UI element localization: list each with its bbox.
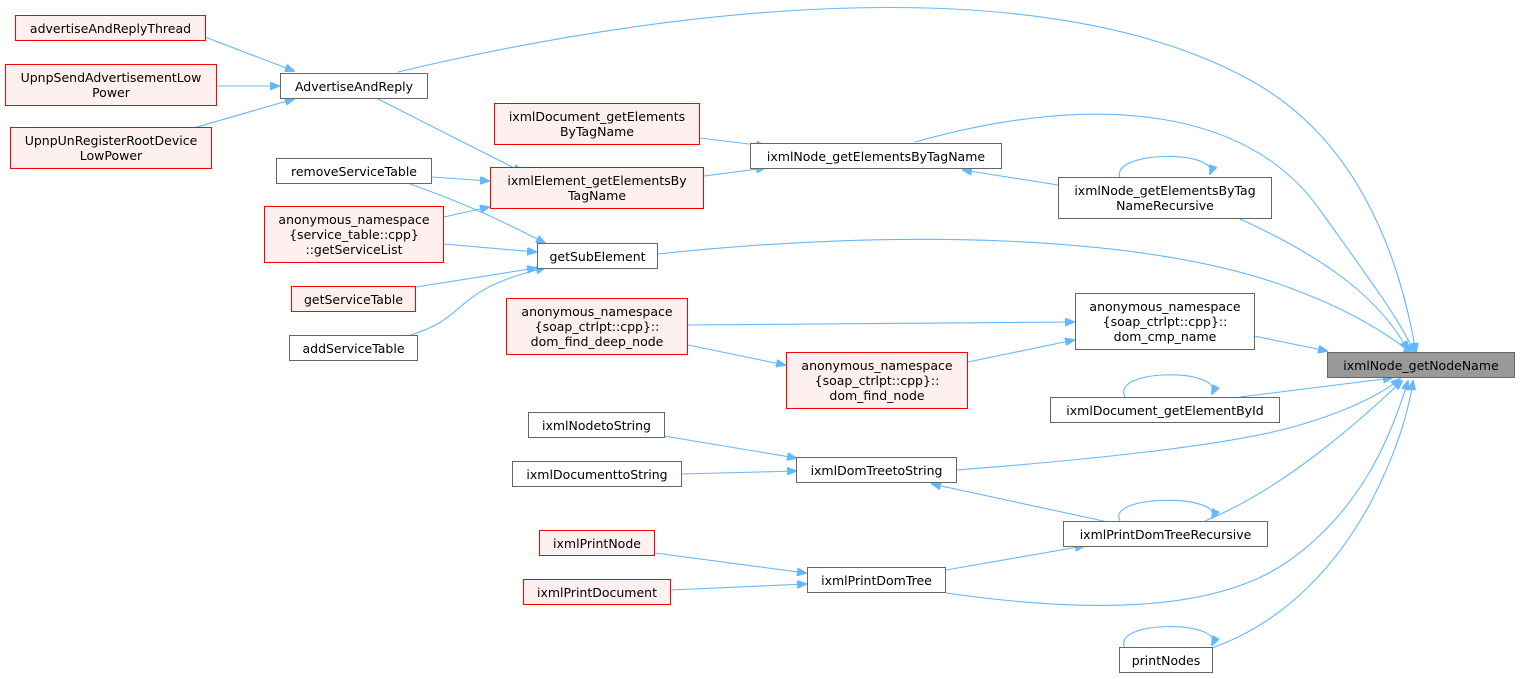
node-upnpSendAdvertisementLowPower[interactable]: UpnpSendAdvertisementLow Power (5, 64, 217, 106)
node-removeServiceTable[interactable]: removeServiceTable (276, 158, 432, 184)
node-ixmlDomTreetoString[interactable]: ixmlDomTreetoString (796, 457, 957, 483)
edge-removeServiceTable-to-getSubElement (409, 183, 545, 243)
edge-ixmlNodeGetElementsByTagName-to-getNodeName (914, 113, 1414, 352)
edge-advertiseAndReplyThread-to-AdvertiseAndReply (204, 36, 294, 71)
node-ixmlDocumentGetElementById[interactable]: ixmlDocument_getElementById (1050, 397, 1280, 423)
node-label: anonymous_namespace {service_table::cpp}… (278, 212, 430, 257)
node-label: ixmlDocumenttoString (526, 466, 668, 482)
node-label: ixmlDomTreetoString (810, 462, 943, 478)
node-label: AdvertiseAndReply (294, 78, 414, 94)
node-addServiceTable[interactable]: addServiceTable (289, 335, 418, 361)
node-label: ixmlNode_getElementsByTag NameRecursive (1074, 183, 1256, 213)
edge-recursive-to-getNodeName (1239, 218, 1408, 350)
node-label: ixmlPrintDocument (536, 584, 658, 600)
node-domFindDeepNode[interactable]: anonymous_namespace {soap_ctrlpt::cpp}::… (506, 298, 688, 355)
edge-getElementById-self-loop (1123, 374, 1213, 398)
edge-ixmlPrintDocument-to-ixmlPrintDomTree (669, 584, 806, 591)
node-ixmlPrintDomTree[interactable]: ixmlPrintDomTree (807, 567, 946, 593)
edge-domFindNode-to-domCmpName (967, 340, 1074, 363)
node-ixmlDocumentGetElementsByTagName[interactable]: ixmlDocument_getElements ByTagName (494, 103, 700, 145)
node-label: printNodes (1131, 652, 1201, 668)
node-domFindNode[interactable]: anonymous_namespace {soap_ctrlpt::cpp}::… (786, 352, 968, 409)
node-ixmlNodeGetElementsByTagNameRecursive[interactable]: ixmlNode_getElementsByTag NameRecursive (1058, 177, 1272, 219)
node-advertiseAndReplyThread[interactable]: advertiseAndReplyThread (15, 15, 206, 41)
node-label: ixmlDocument_getElements ByTagName (508, 109, 686, 139)
node-ixmlPrintNode[interactable]: ixmlPrintNode (539, 530, 655, 556)
edge-ixmlElement-to-ixmlNodeGetElementsByTagName (703, 168, 765, 177)
node-label: addServiceTable (302, 340, 405, 356)
node-label: ixmlPrintDomTree (821, 572, 932, 588)
node-getServiceList[interactable]: anonymous_namespace {service_table::cpp}… (264, 206, 444, 263)
edge-getServiceList-to-ixmlElement (443, 207, 489, 218)
node-label: UpnpSendAdvertisementLow Power (20, 70, 202, 100)
node-ixmlPrintDomTreeRecursive[interactable]: ixmlPrintDomTreeRecursive (1063, 521, 1268, 547)
node-label: anonymous_namespace {soap_ctrlpt::cpp}::… (801, 358, 953, 403)
node-ixmlNodetoString[interactable]: ixmlNodetoString (528, 412, 665, 438)
node-label: ixmlPrintDomTreeRecursive (1079, 526, 1252, 542)
edge-UpnpUnRegisterRootDeviceLowPower-to-AdvertiseAndReply (189, 99, 294, 130)
edge-getSubElement-to-getNodeName (657, 238, 1412, 354)
node-label: removeServiceTable (291, 163, 417, 179)
node-label: ixmlPrintNode (553, 535, 641, 551)
node-upnpUnRegisterRootDeviceLowPower[interactable]: UpnpUnRegisterRootDevice LowPower (10, 127, 212, 169)
edge-ixmlPrintDomTree-to-printDomTreeRecursive (945, 546, 1084, 571)
edge-AdvertiseAndReply-to-getNodeName (397, 6, 1416, 352)
edge-printNodes-to-getNodeName (1211, 381, 1413, 649)
node-ixmlNodeGetNodeName[interactable]: ixmlNode_getNodeName (1327, 352, 1515, 378)
edge-removeServiceTable-to-ixmlElement (431, 177, 489, 181)
edge-ixmlDocumenttoString-to-ixmlDomTreetoString (681, 471, 796, 474)
edge-printDomTreeRecursive-to-ixmlDomTreetoString (932, 484, 1109, 523)
edge-ixmlPrintNode-to-ixmlPrintDomTree (654, 552, 806, 573)
edge-domFindDeepNode-to-domFindNode (687, 344, 785, 365)
edge-recursive-self-loop (1119, 155, 1210, 179)
node-label: ixmlDocument_getElementById (1066, 402, 1264, 418)
node-label: ixmlNode_getNodeName (1343, 357, 1499, 373)
edge-printNodes-self-loop (1123, 626, 1213, 649)
node-ixmlElementGetElementsByTagName[interactable]: ixmlElement_getElementsBy TagName (490, 167, 704, 209)
node-ixmlNodeGetElementsByTagName[interactable]: ixmlNode_getElementsByTagName (750, 143, 1002, 169)
node-label: ixmlNode_getElementsByTagName (766, 148, 986, 164)
node-advertiseAndReply[interactable]: AdvertiseAndReply (280, 73, 428, 99)
edge-AdvertiseAndReply-to-ixmlElementGetElementsByTagName (377, 98, 522, 172)
edge-printDomTreeRecursive-to-getNodeName (1204, 381, 1402, 522)
edge-ixmlNodetoString-to-ixmlDomTreetoString (663, 435, 796, 458)
edge-domCmpName-to-getNodeName (1253, 335, 1327, 351)
node-label: ixmlElement_getElementsBy TagName (507, 173, 687, 203)
edge-domFindDeepNode-to-domCmpName (687, 322, 1074, 325)
edge-addServiceTable-to-getSubElement (409, 268, 545, 336)
edge-recursive-to-ixmlNodeGetElementsByTagName (963, 170, 1059, 186)
edge-ixmlPrintDomTree-to-getNodeName (945, 381, 1408, 606)
node-ixmlDocumenttoString[interactable]: ixmlDocumenttoString (512, 461, 682, 487)
node-ixmlPrintDocument[interactable]: ixmlPrintDocument (523, 579, 671, 605)
edge-getServiceList-to-getSubElement (443, 243, 536, 252)
edge-printDomTreeRecursive-self-loop (1118, 499, 1213, 522)
node-printNodes[interactable]: printNodes (1119, 647, 1213, 673)
node-domCmpName[interactable]: anonymous_namespace {soap_ctrlpt::cpp}::… (1075, 293, 1255, 350)
edge-ixmlDomTreetoString-to-getNodeName (956, 379, 1400, 471)
node-label: anonymous_namespace {soap_ctrlpt::cpp}::… (1089, 299, 1241, 344)
node-label: anonymous_namespace {soap_ctrlpt::cpp}::… (521, 304, 673, 349)
node-label: UpnpUnRegisterRootDevice LowPower (24, 133, 198, 163)
edge-getServiceTable-to-getSubElement (415, 268, 536, 288)
node-label: ixmlNodetoString (542, 417, 651, 433)
node-getServiceTable[interactable]: getServiceTable (291, 286, 416, 312)
node-label: getServiceTable (303, 291, 404, 307)
node-label: advertiseAndReplyThread (29, 20, 192, 36)
node-getSubElement[interactable]: getSubElement (537, 243, 658, 269)
node-label: getSubElement (549, 248, 646, 264)
edge-getElementById-to-getNodeName (1239, 378, 1392, 398)
